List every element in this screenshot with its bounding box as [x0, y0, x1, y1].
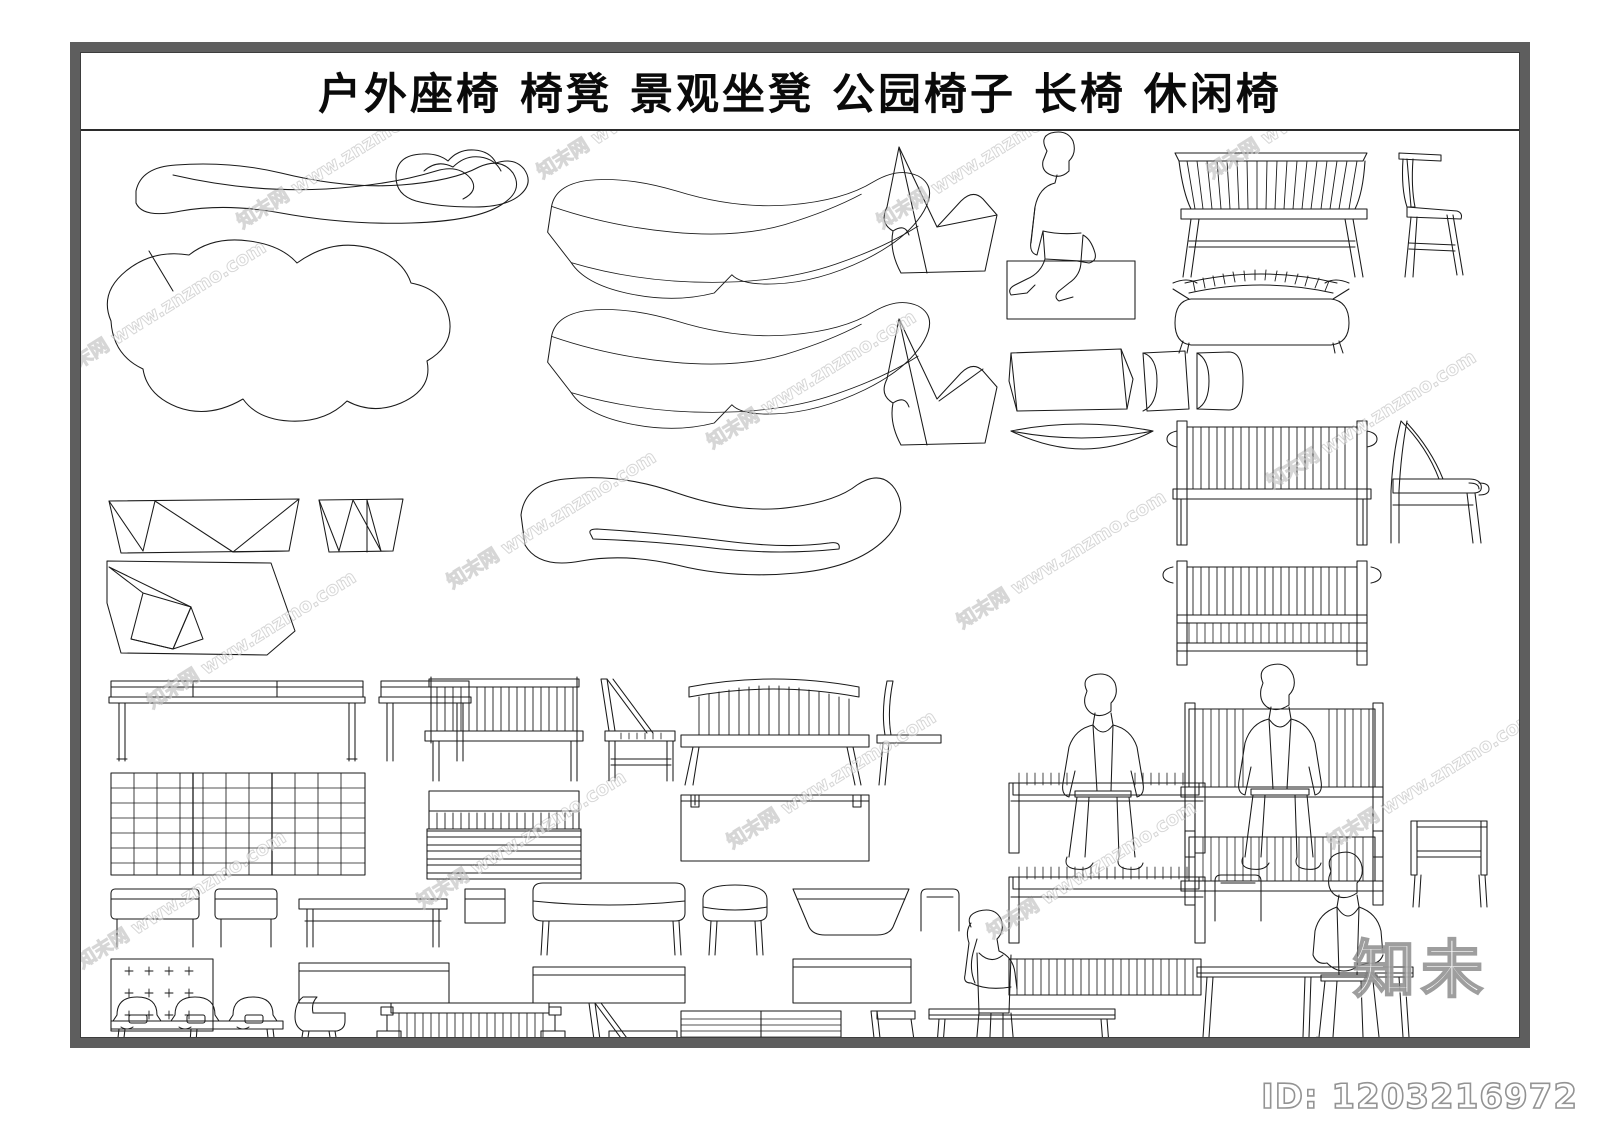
block-uph-bench-plan-mid: [532, 966, 686, 1004]
block-louver-bench-front: [680, 1010, 842, 1037]
block-wicker-bench: [1180, 830, 1384, 906]
block-block-seat-1: [1008, 348, 1134, 412]
block-bowed-bench-plan: [680, 794, 870, 862]
block-figure-woman-seated: [1006, 131, 1136, 320]
block-lounge-armchair: [1410, 820, 1488, 908]
block-gang-seat-elev: [110, 996, 284, 1037]
block-block-seat-2: [1142, 350, 1244, 412]
block-wave-lounger-2: [547, 302, 931, 429]
block-facet-trapezoid-small: [318, 498, 404, 553]
block-coffee-table: [464, 888, 506, 924]
block-figure-man-seated-2: [1180, 663, 1384, 870]
cad-linework: [106, 131, 1490, 1037]
block-louver-chair-side: [870, 1010, 916, 1037]
block-blob-bar-top: [135, 162, 517, 224]
block-blob-cloud-large: [106, 239, 451, 422]
block-facet-trapezoid-wide: [108, 498, 300, 554]
block-grid-plan-large: [110, 772, 366, 876]
block-wave-lounger-1: [148, 172, 931, 299]
block-planter-trapezoid: [792, 888, 910, 936]
block-origami-seat-2: [883, 318, 998, 446]
block-spindle-settee: [1174, 152, 1368, 278]
block-bowed-back-bench: [680, 678, 870, 786]
block-bowed-bench-side: [876, 680, 942, 786]
block-armrest-bench-side: [588, 1002, 678, 1037]
block-facet-polygon-seat: [106, 560, 296, 656]
block-flat-bench-3seat: [108, 680, 366, 762]
sheet-title-band: 户外座椅 椅凳 景观坐凳 公园椅子 长椅 休闲椅: [81, 53, 1519, 131]
block-leaf-seat-plan: [1010, 423, 1154, 450]
brand-watermark: 知未: [1352, 932, 1489, 1007]
block-park-bench-front: [1166, 420, 1378, 546]
block-slat-metal-bench-2: [1008, 958, 1202, 996]
block-curved-spindle-plan: [1172, 269, 1350, 354]
block-armrest-bench-front: [376, 1002, 566, 1037]
block-spindle-chair-side: [1398, 152, 1464, 278]
block-slat-chair-side: [600, 678, 676, 782]
block-park-bench-side: [1390, 420, 1490, 544]
sheet-inner-page: 户外座椅 椅凳 景观坐凳 公园椅子 长椅 休闲椅: [80, 52, 1520, 1038]
block-slat-metal-bench-1: [1008, 866, 1206, 944]
block-park-bench-plan: [1162, 560, 1382, 666]
block-figure-man-bench: [1196, 851, 1414, 1037]
block-figure-woman-bench: [928, 909, 1116, 1037]
block-figure-man-seated-1: [1008, 673, 1206, 870]
block-flat-bench-stool: [378, 680, 472, 762]
block-uph-bench-short-2: [214, 888, 278, 948]
block-planter-plan: [792, 958, 912, 1004]
block-shell-chair-side: [294, 996, 346, 1037]
drawing-canvas: 知末网 www.znzmo.com 知末网 www.znzmo.com 知末网 …: [81, 131, 1519, 1037]
block-uph-bench-long: [532, 882, 686, 956]
block-slat-metal-stool: [1214, 874, 1262, 922]
block-uph-bench-long-plan: [298, 962, 450, 1004]
sheet-title: 户外座椅 椅凳 景观坐凳 公园椅子 长椅 休闲椅: [318, 70, 1282, 120]
block-wave-blob-plan: [520, 477, 902, 576]
block-hoop-stool: [920, 888, 960, 932]
sheet-frame: 户外座椅 椅凳 景观坐凳 公园椅子 长椅 休闲椅: [70, 42, 1530, 1048]
block-uph-bench-short: [110, 888, 200, 948]
block-origami-seat-1: [883, 146, 998, 274]
block-uph-ottoman: [702, 884, 768, 956]
block-blob-cloud-small: [395, 149, 529, 208]
block-slat-bench-low: [426, 790, 582, 880]
block-slat-bench-tall: [424, 676, 584, 782]
block-cross-plan: [110, 958, 214, 1032]
block-flat-bench-mid: [298, 898, 448, 948]
sheet-id-caption: ID: 1203216972: [1260, 1076, 1578, 1118]
